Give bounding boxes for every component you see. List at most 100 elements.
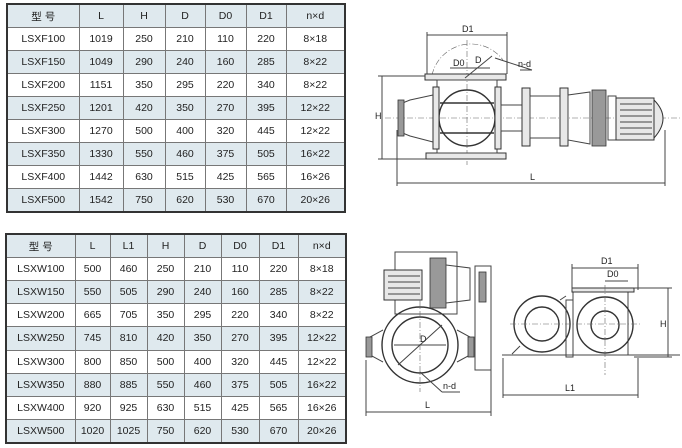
value-cell: 350 bbox=[164, 96, 206, 120]
column-header: D0 bbox=[220, 233, 260, 259]
value-cell: 8×18 bbox=[285, 27, 346, 51]
model-cell: LSXW150 bbox=[5, 280, 76, 305]
model-cell: LSXF300 bbox=[6, 119, 80, 143]
value-cell: 705 bbox=[109, 303, 148, 328]
model-cell: LSXF250 bbox=[6, 96, 80, 120]
value-cell: 270 bbox=[220, 326, 260, 351]
value-cell: 515 bbox=[183, 395, 222, 420]
value-cell: 500 bbox=[74, 257, 111, 282]
label-l-front: L bbox=[425, 400, 430, 410]
label-d-front: D bbox=[420, 334, 427, 344]
model-cell: LSXW350 bbox=[5, 372, 76, 397]
value-cell: 1442 bbox=[78, 165, 124, 189]
value-cell: 550 bbox=[74, 280, 111, 305]
value-cell: 220 bbox=[220, 303, 260, 328]
value-cell: 620 bbox=[183, 418, 222, 444]
value-cell: 530 bbox=[220, 418, 260, 444]
value-cell: 8×22 bbox=[297, 303, 347, 328]
value-cell: 420 bbox=[122, 96, 166, 120]
value-cell: 670 bbox=[245, 188, 287, 213]
label-nd-front: n-d bbox=[443, 381, 456, 391]
column-header: D bbox=[183, 233, 222, 259]
label-h-side: H bbox=[660, 319, 667, 329]
value-cell: 530 bbox=[204, 188, 247, 213]
value-cell: 750 bbox=[146, 418, 185, 444]
value-cell: 925 bbox=[109, 395, 148, 420]
value-cell: 210 bbox=[183, 257, 222, 282]
value-cell: 500 bbox=[122, 119, 166, 143]
label-nd: n-d bbox=[518, 59, 531, 69]
model-cell: LSXF150 bbox=[6, 50, 80, 74]
model-cell: LSXF400 bbox=[6, 165, 80, 189]
value-cell: 16×22 bbox=[297, 372, 347, 397]
value-cell: 550 bbox=[122, 142, 166, 166]
value-cell: 420 bbox=[146, 326, 185, 351]
model-cell: LSXF500 bbox=[6, 188, 80, 213]
value-cell: 400 bbox=[183, 349, 222, 374]
model-cell: LSXF100 bbox=[6, 27, 80, 51]
value-cell: 20×26 bbox=[285, 188, 346, 213]
column-header: n×d bbox=[297, 233, 347, 259]
column-header: D bbox=[164, 3, 206, 28]
value-cell: 320 bbox=[220, 349, 260, 374]
value-cell: 920 bbox=[74, 395, 111, 420]
value-cell: 285 bbox=[245, 50, 287, 74]
value-cell: 395 bbox=[245, 96, 287, 120]
label-d: D bbox=[475, 55, 482, 65]
value-cell: 320 bbox=[204, 119, 247, 143]
value-cell: 1201 bbox=[78, 96, 124, 120]
value-cell: 295 bbox=[164, 73, 206, 97]
value-cell: 16×26 bbox=[285, 165, 346, 189]
value-cell: 885 bbox=[109, 372, 148, 397]
model-cell: LSXW100 bbox=[5, 257, 76, 282]
value-cell: 8×22 bbox=[297, 280, 347, 305]
value-cell: 850 bbox=[109, 349, 148, 374]
value-cell: 505 bbox=[109, 280, 148, 305]
label-l: L bbox=[530, 172, 535, 182]
label-d1-side: D1 bbox=[601, 256, 613, 266]
label-h: H bbox=[375, 111, 382, 121]
value-cell: 160 bbox=[220, 280, 260, 305]
value-cell: 1019 bbox=[78, 27, 124, 51]
value-cell: 16×26 bbox=[297, 395, 347, 420]
value-cell: 620 bbox=[164, 188, 206, 213]
value-cell: 12×22 bbox=[297, 326, 347, 351]
value-cell: 16×22 bbox=[285, 142, 346, 166]
value-cell: 295 bbox=[183, 303, 222, 328]
value-cell: 565 bbox=[245, 165, 287, 189]
column-header: H bbox=[146, 233, 185, 259]
value-cell: 1542 bbox=[78, 188, 124, 213]
value-cell: 425 bbox=[220, 395, 260, 420]
value-cell: 340 bbox=[245, 73, 287, 97]
value-cell: 350 bbox=[183, 326, 222, 351]
value-cell: 630 bbox=[122, 165, 166, 189]
value-cell: 8×22 bbox=[285, 73, 346, 97]
label-d1: D1 bbox=[462, 24, 474, 34]
value-cell: 20×26 bbox=[297, 418, 347, 444]
model-cell: LSXF350 bbox=[6, 142, 80, 166]
lsxw-drawing: D n-d L D1 D0 H L1 bbox=[365, 251, 680, 416]
model-cell: LSXW400 bbox=[5, 395, 76, 420]
value-cell: 1330 bbox=[78, 142, 124, 166]
lsxf-drawing: D1 D0 D n-d H L bbox=[375, 24, 680, 186]
value-cell: 220 bbox=[204, 73, 247, 97]
value-cell: 240 bbox=[183, 280, 222, 305]
column-header: 型 号 bbox=[6, 3, 80, 28]
value-cell: 340 bbox=[258, 303, 299, 328]
value-cell: 665 bbox=[74, 303, 111, 328]
